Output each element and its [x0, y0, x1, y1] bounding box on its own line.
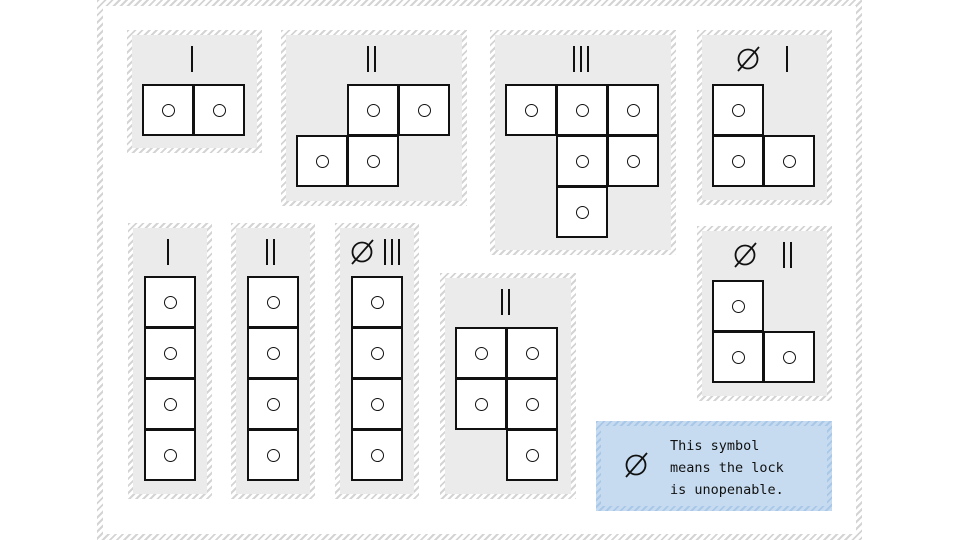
keyhole-icon	[731, 103, 745, 117]
lock-tile[interactable]	[712, 84, 764, 136]
lock-tile[interactable]	[506, 327, 558, 379]
piece-label	[231, 235, 315, 269]
legend-text: This symbol means the lock is unopenable…	[670, 438, 784, 498]
tally-3-icon	[383, 239, 400, 265]
keyhole-icon	[474, 346, 488, 360]
keyhole-icon	[266, 295, 280, 309]
lock-tile[interactable]	[351, 276, 403, 328]
lock-tile[interactable]	[763, 331, 815, 383]
keyhole-icon	[370, 397, 384, 411]
keyhole-icon	[731, 350, 745, 364]
lock-tile[interactable]	[455, 378, 507, 430]
keyhole-icon	[575, 103, 589, 117]
null-sign-icon	[733, 242, 757, 268]
piece-label	[128, 235, 212, 269]
keyhole-icon	[370, 448, 384, 462]
lock-tile[interactable]	[247, 378, 299, 430]
lock-tile[interactable]	[144, 327, 196, 379]
keyhole-icon	[163, 295, 177, 309]
lock-tile[interactable]	[712, 280, 764, 332]
keyhole-icon	[212, 103, 226, 117]
keyhole-icon	[163, 397, 177, 411]
lock-tile[interactable]	[556, 135, 608, 187]
null-sign-icon	[623, 450, 651, 480]
piece-label	[490, 42, 676, 76]
lock-tile[interactable]	[347, 84, 399, 136]
lock-tile[interactable]	[144, 378, 196, 430]
lock-tile[interactable]	[142, 84, 194, 136]
lock-tile[interactable]	[398, 84, 450, 136]
lock-tile[interactable]	[347, 135, 399, 187]
keyhole-icon	[474, 397, 488, 411]
tally-2-icon	[266, 239, 275, 265]
lock-tile[interactable]	[712, 135, 764, 187]
keyhole-icon	[524, 103, 538, 117]
lock-tile[interactable]	[607, 135, 659, 187]
lock-tile[interactable]	[193, 84, 245, 136]
null-sign-icon	[350, 239, 374, 265]
piece-label	[127, 42, 262, 76]
lock-tile[interactable]	[506, 429, 558, 481]
lock-tile[interactable]	[556, 84, 608, 136]
keyhole-icon	[782, 154, 796, 168]
lock-tile[interactable]	[296, 135, 348, 187]
tally-1-icon	[191, 46, 193, 72]
keyhole-icon	[525, 346, 539, 360]
tally-3-icon	[572, 46, 589, 72]
keyhole-icon	[575, 154, 589, 168]
keyhole-icon	[731, 299, 745, 313]
lock-tile[interactable]	[247, 429, 299, 481]
keyhole-icon	[266, 397, 280, 411]
keyhole-icon	[366, 103, 380, 117]
keyhole-icon	[782, 350, 796, 364]
tally-1-icon	[786, 46, 788, 72]
lock-tile[interactable]	[607, 84, 659, 136]
tally-2-icon	[501, 289, 510, 315]
lock-tile[interactable]	[455, 327, 507, 379]
keyhole-icon	[266, 346, 280, 360]
tally-1-icon	[166, 239, 169, 265]
lock-tile[interactable]	[351, 378, 403, 430]
keyhole-icon	[575, 205, 589, 219]
lock-tile[interactable]	[247, 327, 299, 379]
keyhole-icon	[626, 103, 640, 117]
keyhole-icon	[163, 346, 177, 360]
keyhole-icon	[163, 448, 177, 462]
tally-2-icon	[367, 46, 376, 72]
piece-label	[335, 235, 419, 269]
null-sign-icon	[737, 46, 760, 72]
legend-box-inner: This symbol means the lock is unopenable…	[601, 426, 827, 506]
keyhole-icon	[366, 154, 380, 168]
lock-tile[interactable]	[144, 276, 196, 328]
tally-2-icon	[782, 242, 792, 268]
lock-tile[interactable]	[763, 135, 815, 187]
lock-tile[interactable]	[506, 378, 558, 430]
keyhole-icon	[417, 103, 431, 117]
keyhole-icon	[731, 154, 745, 168]
keyhole-icon	[525, 448, 539, 462]
keyhole-icon	[626, 154, 640, 168]
lock-tile[interactable]	[144, 429, 196, 481]
lock-tile[interactable]	[556, 186, 608, 238]
piece-label	[697, 42, 832, 76]
keyhole-icon	[315, 154, 329, 168]
keyhole-icon	[370, 295, 384, 309]
piece-label	[697, 238, 832, 272]
lock-tile[interactable]	[247, 276, 299, 328]
piece-label	[281, 42, 467, 76]
legend-box: This symbol means the lock is unopenable…	[596, 421, 832, 511]
lock-tile[interactable]	[712, 331, 764, 383]
keyhole-icon	[161, 103, 175, 117]
keyhole-icon	[266, 448, 280, 462]
keyhole-icon	[525, 397, 539, 411]
keyhole-icon	[370, 346, 384, 360]
piece-label	[440, 285, 576, 319]
lock-tile[interactable]	[351, 327, 403, 379]
lock-tile[interactable]	[505, 84, 557, 136]
lock-tile[interactable]	[351, 429, 403, 481]
